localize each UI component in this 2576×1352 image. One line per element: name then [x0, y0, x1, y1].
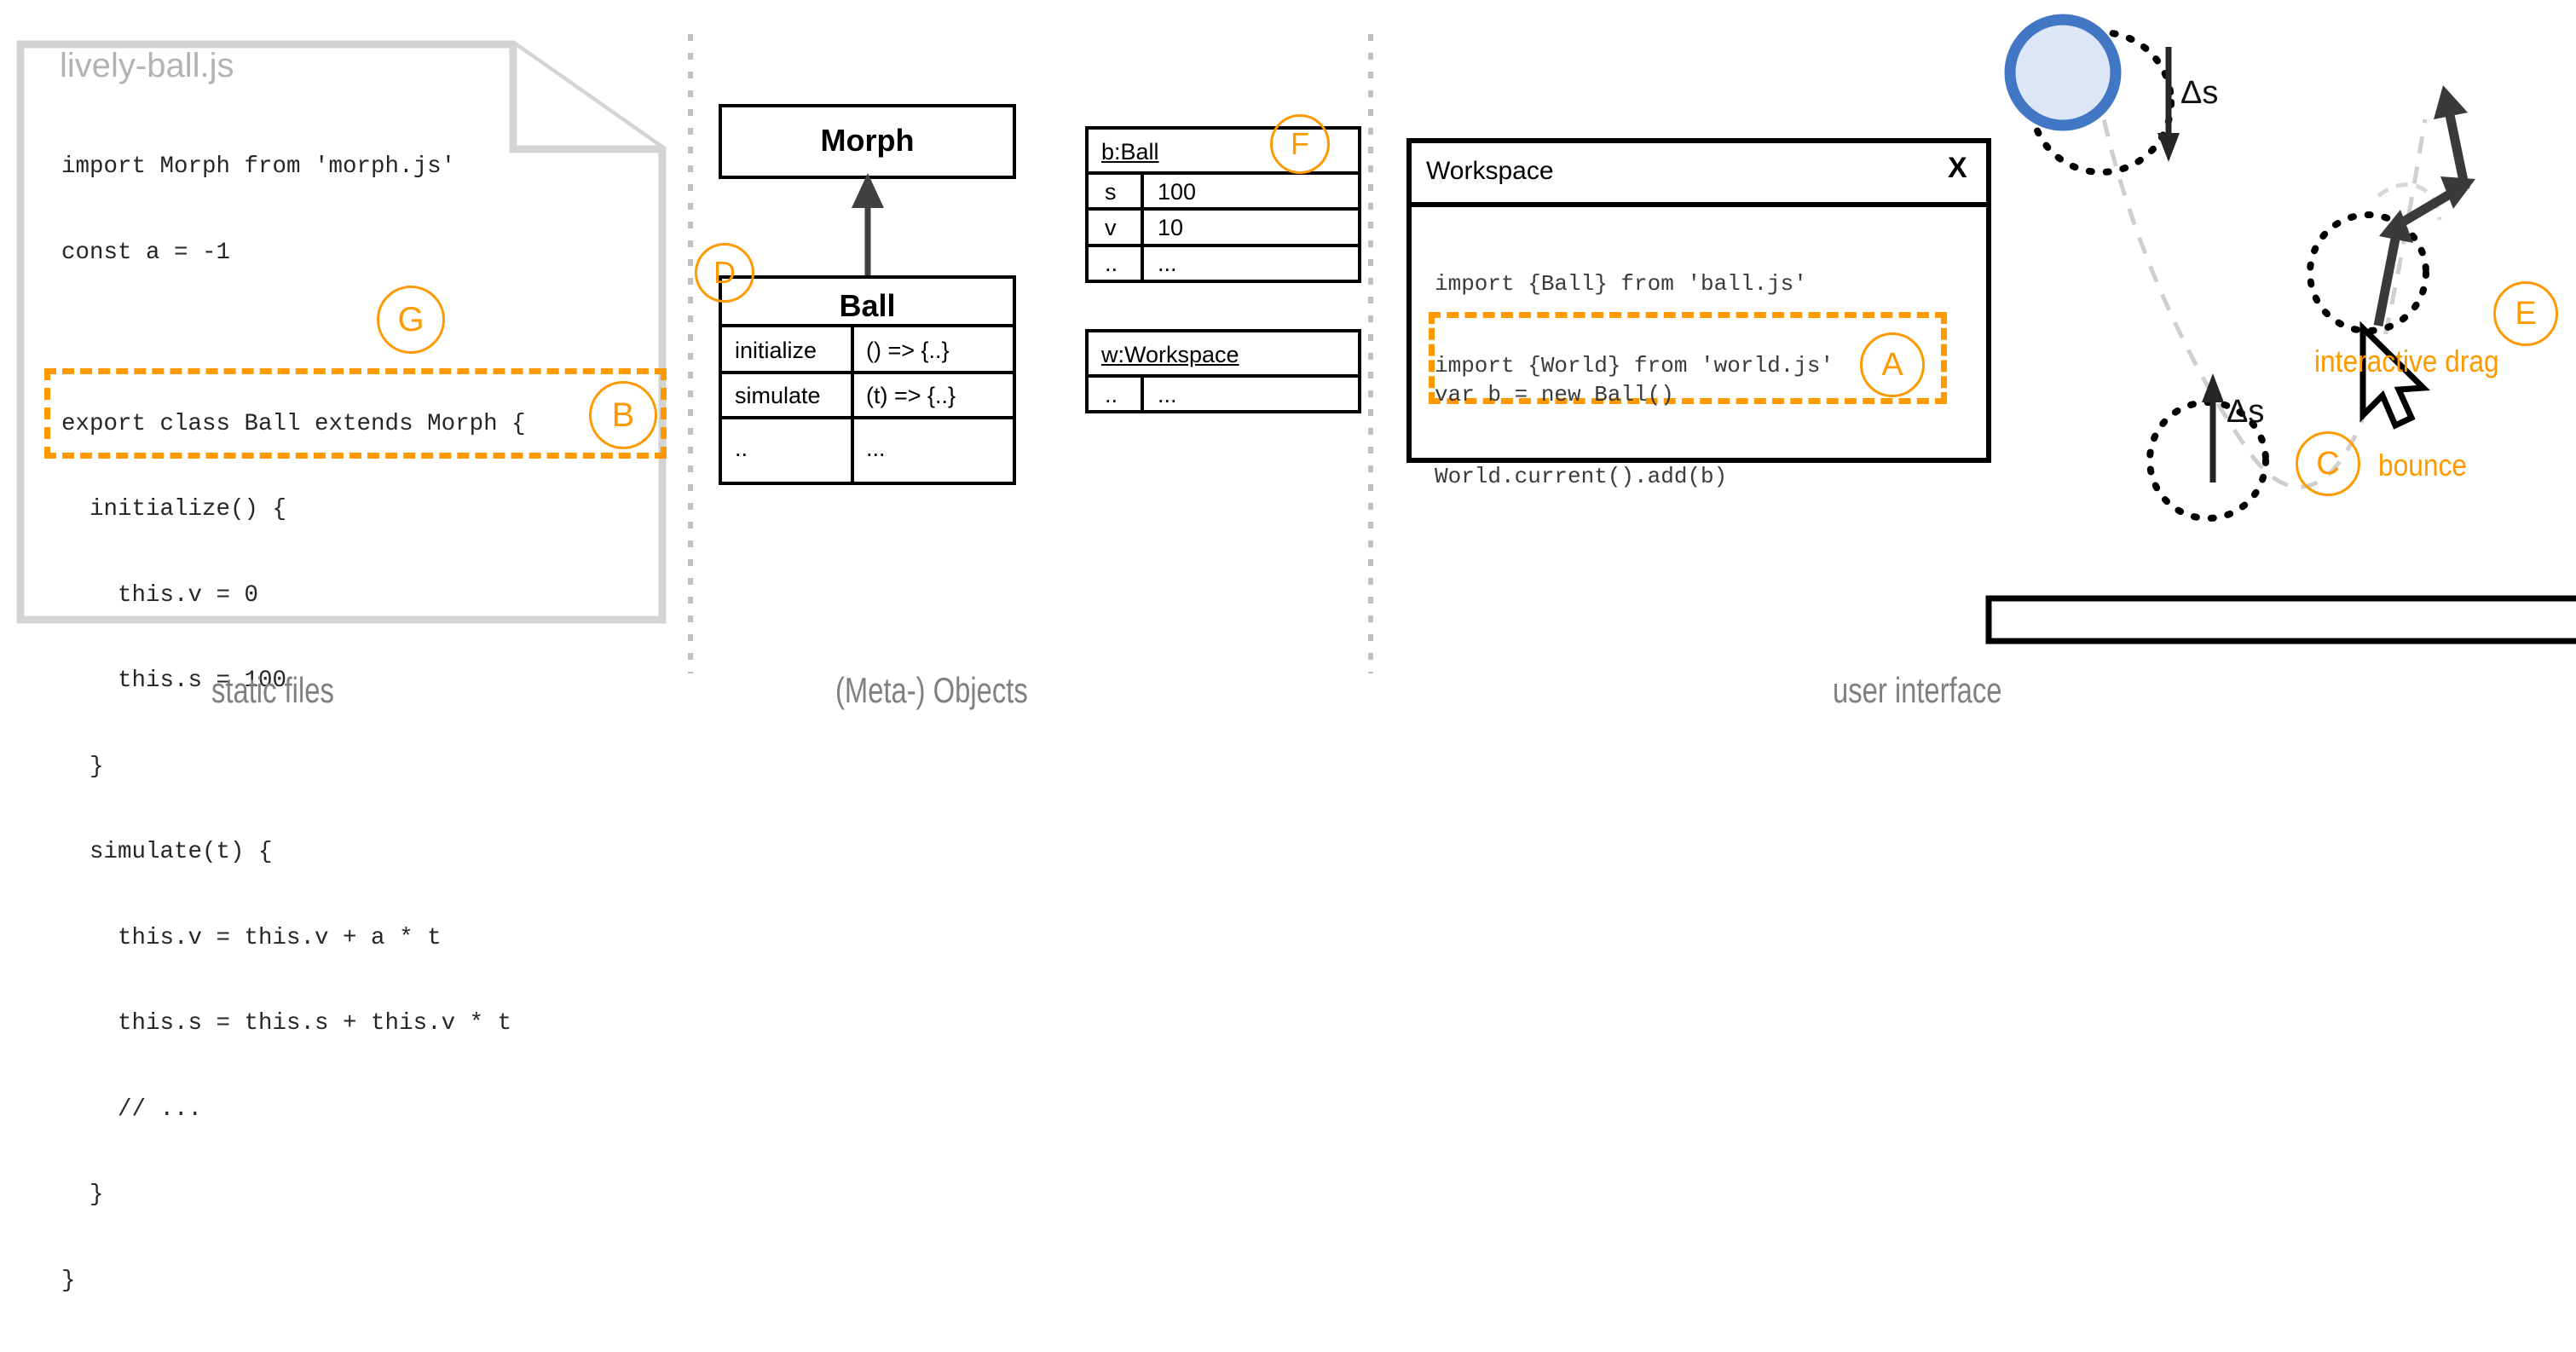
code-line: this.v = this.v + a * t — [61, 924, 442, 951]
object-ball-key: s — [1105, 179, 1117, 205]
marker-a[interactable]: A — [1860, 332, 1925, 397]
workspace-title: Workspace — [1426, 157, 1554, 185]
file-card-code: import Morph from 'morph.js' const a = -… — [61, 95, 526, 1352]
code-line: simulate(t) { — [61, 839, 273, 865]
marker-b[interactable]: B — [589, 381, 657, 449]
close-icon[interactable]: X — [1948, 152, 1967, 184]
highlight-box-workspace — [1429, 312, 1947, 404]
object-ball-value: ... — [1158, 251, 1177, 276]
uml-row-key: initialize — [735, 338, 817, 363]
code-line: this.s = this.s + this.v * t — [61, 1010, 512, 1037]
object-ball-key: .. — [1105, 251, 1118, 276]
code-line: } — [61, 1267, 76, 1294]
highlight-box-simulate — [44, 368, 667, 459]
uml-superclass-label: Morph — [820, 123, 915, 158]
object-workspace-header: w:Workspace — [1101, 342, 1239, 367]
code-line: } — [61, 1182, 104, 1208]
workspace-window — [1406, 138, 1991, 463]
code-line: const a = -1 — [61, 239, 231, 266]
drag-vector-2-shaft — [2398, 188, 2455, 228]
code-line: import Morph from 'morph.js' — [61, 153, 456, 180]
caption-meta-objects: (Meta-) Objects — [835, 670, 1028, 710]
uml-row-value: () => {..} — [866, 338, 950, 363]
uml-row-value: (t) => {..} — [866, 383, 956, 408]
drag-vector-1-shaft — [2373, 233, 2401, 327]
uml-subclass-box — [719, 275, 1016, 485]
bounce-label: bounce — [2378, 448, 2467, 482]
marker-e[interactable]: E — [2493, 281, 2558, 346]
uml-row-key: .. — [735, 436, 748, 461]
marker-f[interactable]: F — [1270, 114, 1330, 174]
caption-static-files: static files — [211, 670, 334, 710]
workspace-code-line: import {Ball} from 'ball.js' — [1435, 271, 1807, 297]
drag-vector-3-head — [2434, 85, 2468, 119]
marker-c[interactable]: C — [2296, 431, 2360, 496]
uml-row-key: simulate — [735, 383, 821, 408]
diagram-canvas: lively-ball.js import Morph from 'morph.… — [16, 14, 2576, 1294]
object-ball-header: b:Ball — [1101, 139, 1159, 165]
delta-s-bottom-head — [2202, 373, 2224, 402]
code-line: initialize() { — [61, 496, 287, 523]
marker-d[interactable]: D — [695, 243, 754, 303]
code-line: this.s = 100 — [61, 667, 287, 694]
interactive-drag-label: interactive drag — [2314, 344, 2499, 378]
workspace-code-highlighted[interactable]: var b = new Ball() World.current().add(b… — [1435, 326, 1727, 545]
drag-arc-hint — [2377, 182, 2442, 221]
drag-vector-3-shaft — [2444, 109, 2470, 191]
inheritance-arrow-head — [852, 173, 884, 208]
workspace-code-line: World.current().add(b) — [1435, 464, 1728, 489]
code-line — [61, 324, 526, 353]
code-line: export class Ball extends Morph { — [61, 410, 526, 437]
ground-platform — [1985, 595, 2576, 644]
ball-current — [2004, 14, 2122, 131]
caption-user-interface: user interface — [1833, 670, 2002, 710]
object-workspace-value: ... — [1158, 382, 1177, 407]
code-line: } — [61, 753, 104, 780]
object-ball-value: 100 — [1158, 179, 1197, 205]
uml-subclass-label: Ball — [839, 288, 896, 323]
object-ball-key: v — [1105, 215, 1117, 240]
vector-layer — [16, 14, 2576, 673]
marker-g[interactable]: G — [377, 286, 445, 354]
file-card-fold — [509, 44, 662, 153]
code-line: // ... — [61, 1095, 203, 1123]
mouse-cursor-icon — [2359, 321, 2430, 430]
workspace-code-line: import {World} from 'world.js' — [1435, 353, 1834, 378]
uml-row-value: ... — [866, 436, 886, 461]
delta-s-bottom-label: Δs — [2227, 394, 2265, 430]
workspace-code-top[interactable]: import {Ball} from 'ball.js' import {Wor… — [1435, 216, 1834, 434]
delta-s-top-label: Δs — [2180, 75, 2219, 111]
file-card-title: lively-ball.js — [60, 47, 234, 84]
workspace-code-line: var b = new Ball() — [1435, 382, 1674, 407]
delta-s-top-head — [2157, 133, 2180, 162]
object-ball-value: 10 — [1158, 215, 1184, 240]
code-line: this.v = 0 — [61, 581, 259, 609]
drag-vector-1-head — [2379, 210, 2413, 243]
object-workspace-key: .. — [1105, 382, 1118, 407]
object-box-workspace — [1085, 329, 1361, 413]
